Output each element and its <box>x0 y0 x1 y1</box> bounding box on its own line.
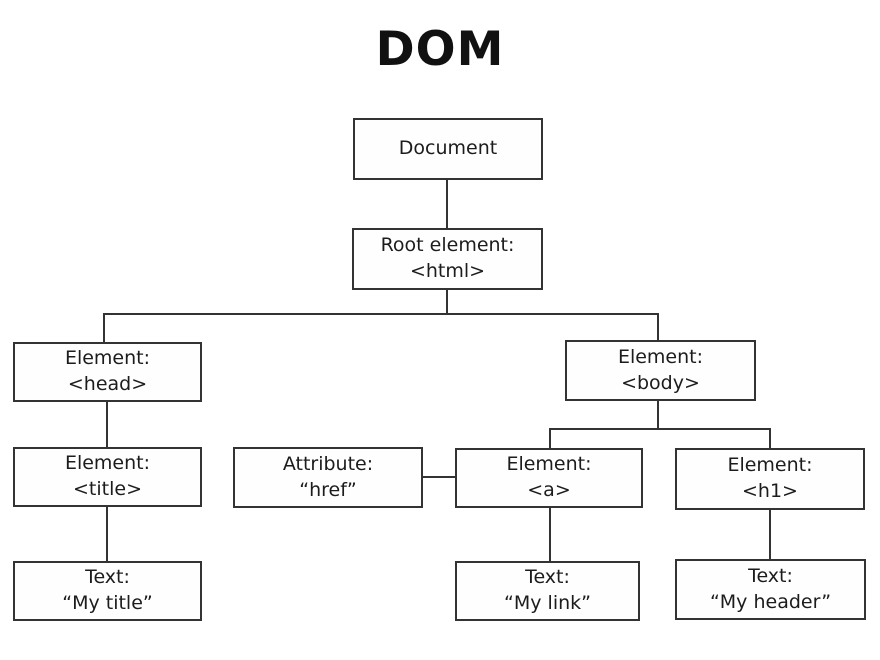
connector-to-anchor <box>549 428 551 448</box>
node-label: Root element: <box>380 234 515 257</box>
node-value: “My title” <box>62 592 153 614</box>
connector-head-title <box>106 402 108 447</box>
connector-title-text <box>106 507 108 561</box>
node-label: Element: <box>64 347 151 370</box>
node-value: “href” <box>299 478 357 501</box>
node-element-title: Element: <title> <box>13 447 202 507</box>
node-label: Element: <box>617 345 704 368</box>
connector-h1-text <box>769 510 771 559</box>
node-label: Attribute: <box>282 452 374 475</box>
connector-to-head <box>103 313 105 342</box>
diagram-title: DOM <box>375 22 505 77</box>
connector-to-h1 <box>769 428 771 448</box>
node-element-a: Element: <a> <box>455 448 643 508</box>
connector-body-branch <box>657 401 659 428</box>
node-text-my-header: Text: “My header” <box>675 559 866 620</box>
connector-anchor-text <box>549 508 551 561</box>
connector-attr-anchor <box>423 476 455 478</box>
node-root-element: Root element: <html> <box>352 228 543 290</box>
node-value: “My header” <box>709 590 832 613</box>
node-label: Element: <box>64 452 151 475</box>
node-label: Element: <box>727 454 813 477</box>
connector-body-children <box>549 428 771 430</box>
node-label: Text: <box>748 564 793 587</box>
node-value: <head> <box>67 373 148 395</box>
node-value: <body> <box>621 371 700 394</box>
connector-to-body <box>657 313 659 340</box>
node-element-body: Element: <body> <box>565 340 756 401</box>
node-element-h1: Element: <h1> <box>675 448 865 510</box>
node-value: <a> <box>527 479 571 501</box>
node-value: <title> <box>73 478 142 500</box>
node-value: <h1> <box>742 480 798 502</box>
node-value: “My link” <box>504 592 591 614</box>
node-label: Document <box>398 137 498 160</box>
node-text-my-title: Text: “My title” <box>13 561 202 621</box>
connector-root-branch <box>446 290 448 313</box>
connector-document-root <box>446 180 448 228</box>
connector-root-children <box>103 313 659 315</box>
node-label: Element: <box>506 453 592 476</box>
node-text-my-link: Text: “My link” <box>455 561 640 621</box>
node-label: Text: <box>525 566 570 589</box>
node-label: Text: <box>85 566 130 589</box>
node-document: Document <box>353 118 543 180</box>
node-element-head: Element: <head> <box>13 342 202 402</box>
node-attribute-href: Attribute: “href” <box>233 447 423 508</box>
node-value: <html> <box>409 260 486 282</box>
